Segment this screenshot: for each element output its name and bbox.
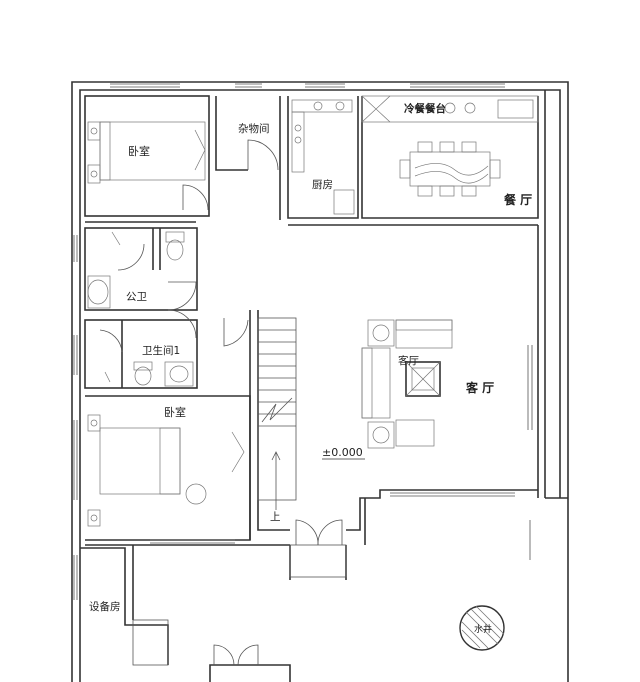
label-storage: 杂物间 — [238, 122, 270, 135]
furniture — [87, 95, 539, 527]
exterior-walls — [71, 81, 569, 682]
label-public-bathroom: 公卫 — [126, 291, 147, 303]
staircase — [257, 317, 297, 510]
label-bathroom-1: 卫生间1 — [142, 344, 180, 357]
label-well: 水井 — [474, 623, 492, 635]
label-cold-meal-counter: 冷餐餐台 — [404, 102, 446, 115]
label-stair-up: 上 — [270, 511, 281, 523]
doors — [99, 139, 531, 666]
label-dining: 餐 厅 — [504, 192, 532, 207]
room-labels: 卧室 杂物间 厨房 冷餐餐台 餐 厅 公卫 卫生间1 客厅 客 厅 卧室 设备房… — [89, 102, 532, 635]
well-symbol — [459, 605, 505, 651]
label-bedroom-top: 卧室 — [128, 144, 150, 158]
label-bedroom-bottom: 卧室 — [164, 405, 186, 419]
label-elevation: ±0.000 — [322, 446, 363, 459]
label-living-small: 客厅 — [398, 354, 419, 367]
label-kitchen: 厨房 — [312, 178, 333, 191]
stair-arrow-icon — [271, 451, 281, 461]
label-living: 客 厅 — [465, 380, 494, 395]
label-equipment-room: 设备房 — [89, 600, 121, 613]
windows — [73, 83, 533, 600]
interior-walls — [80, 95, 539, 682]
